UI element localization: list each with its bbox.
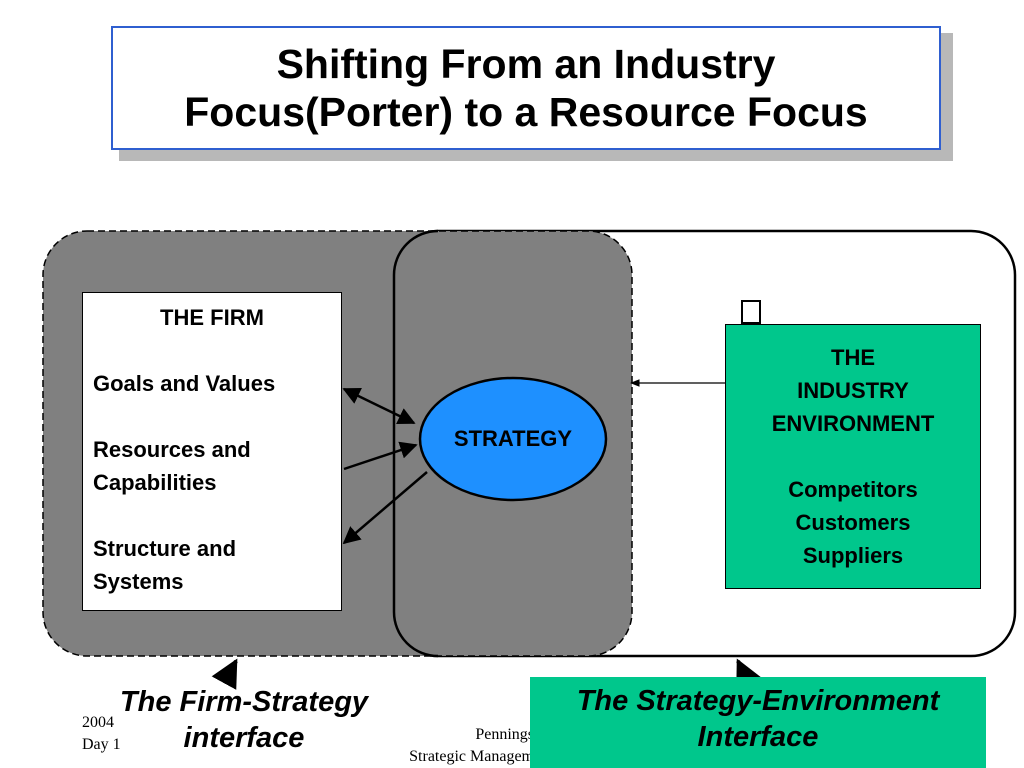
firm-strategy-label-line-2: interface (183, 722, 305, 754)
strategy-label: STRATEGY (453, 426, 573, 451)
firm-item-capabilities: Capabilities (93, 470, 217, 495)
firm-heading: THE FIRM (160, 305, 264, 330)
firm-item-structure: Structure and (93, 536, 237, 561)
slide-title: Shifting From an Industry Focus(Porter) … (111, 26, 941, 150)
arrow-strategy-structure (342, 471, 428, 545)
environment-line-3: ENVIRONMENT (771, 411, 935, 436)
arrow-resources-strategy (343, 441, 418, 471)
firm-item-systems: Systems (93, 569, 184, 594)
title-line-2: Focus(Porter) to a Resource Focus (184, 89, 868, 135)
strategy-env-label-line-1: The Strategy-Environment (576, 685, 940, 717)
arrow-firm-interface (211, 658, 238, 690)
firm-strategy-interface-label: The Firm-Strategy interface (94, 684, 394, 756)
footer-day: Day 1 (82, 736, 121, 753)
environment-customers: Customers (795, 510, 911, 535)
arrow-goals-strategy (342, 387, 416, 425)
environment-competitors: Competitors (788, 477, 918, 502)
footer-course: Strategic Managem (409, 748, 534, 765)
footer-credit: Pennings Strategic Managem (374, 724, 534, 768)
environment-region-overlap-edge (392, 229, 439, 658)
firm-item-goals: Goals and Values (93, 371, 276, 396)
strategy-environment-interface-label: The Strategy-Environment Interface (530, 677, 986, 768)
footer-date: 2004 Day 1 (82, 712, 121, 756)
environment-suppliers: Suppliers (802, 543, 904, 568)
footer-year: 2004 (82, 714, 114, 731)
firm-box: THE FIRM Goals and Values Resources and … (82, 292, 342, 611)
placeholder-square-icon (741, 300, 761, 324)
environment-box: THE INDUSTRY ENVIRONMENT Competitors Cus… (725, 324, 981, 589)
environment-line-1: THE (831, 345, 875, 370)
environment-line-2: INDUSTRY (797, 378, 909, 403)
firm-item-resources: Resources and (93, 437, 251, 462)
strategy-env-label-line-2: Interface (697, 721, 819, 753)
firm-strategy-label-line-1: The Firm-Strategy (119, 686, 369, 718)
footer-author: Pennings (475, 726, 534, 743)
strategy-ellipse (418, 376, 608, 502)
title-line-1: Shifting From an Industry (276, 40, 776, 87)
